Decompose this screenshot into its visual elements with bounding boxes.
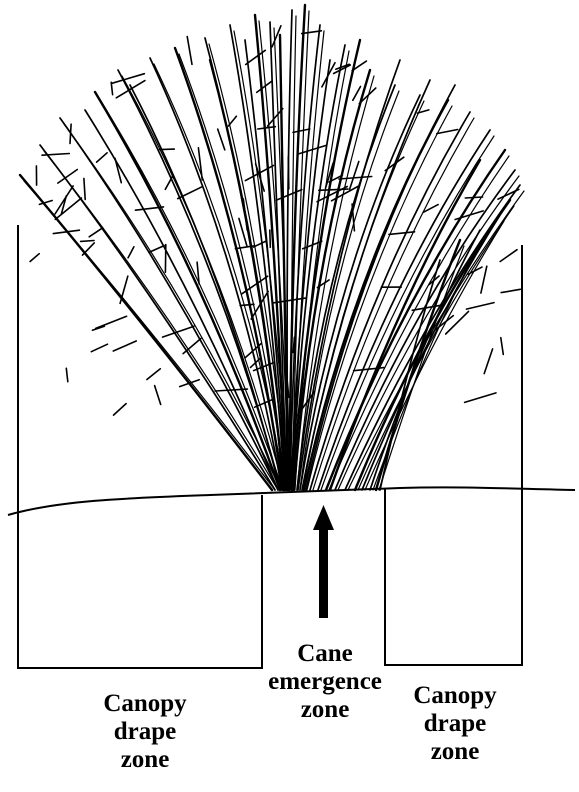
cane-stem: [335, 170, 515, 490]
side-shoot: [84, 178, 85, 199]
side-shoot: [437, 130, 458, 134]
side-shoot: [293, 129, 310, 132]
side-shoot: [258, 127, 276, 129]
side-shoot: [353, 87, 361, 101]
side-shoot: [254, 241, 267, 247]
side-shoot: [147, 369, 160, 380]
cane-stem: [292, 40, 360, 490]
side-shoot: [30, 254, 39, 262]
side-shoot: [91, 344, 107, 352]
side-shoot: [96, 316, 127, 328]
cane-stem: [304, 100, 448, 490]
side-shoot: [240, 304, 254, 305]
side-shoot: [89, 228, 103, 237]
left-drape-zone-box: [18, 225, 262, 668]
side-shoot: [159, 149, 174, 150]
side-shoot: [257, 81, 272, 92]
side-shoot: [276, 190, 302, 201]
left-label-line-3: zone: [70, 746, 220, 774]
right-canopy-drape-zone-label: Canopy drape zone: [393, 682, 517, 766]
side-shoot: [501, 338, 504, 355]
side-shoot: [484, 349, 492, 374]
side-shoot: [501, 289, 520, 292]
side-shoot: [97, 153, 108, 162]
side-shoot: [455, 211, 483, 220]
side-shoot: [83, 243, 95, 255]
cane-stem-outline: [303, 101, 424, 490]
center-label-line-1: Cane: [245, 640, 405, 668]
left-canopy-drape-zone-label: Canopy drape zone: [70, 690, 220, 774]
up-arrow-icon: [313, 505, 334, 618]
side-shoot: [66, 368, 68, 381]
side-shoot: [113, 341, 136, 351]
side-shoot: [165, 176, 173, 190]
side-shoot: [466, 303, 494, 310]
side-shoot: [155, 386, 161, 405]
side-shoot: [128, 247, 134, 258]
side-shoot: [114, 404, 127, 416]
cane-stem-outline: [122, 76, 284, 490]
side-shoot: [481, 266, 487, 293]
cane-emergence-zone-label: Cane emergence zone: [245, 640, 405, 724]
right-label-line-1: Canopy: [393, 682, 517, 710]
cane-stem: [175, 48, 283, 490]
side-shoot: [274, 298, 306, 303]
side-shoot: [228, 116, 236, 126]
cane-stem: [40, 145, 275, 490]
side-shoot: [149, 246, 164, 253]
soil-line: [8, 487, 575, 515]
side-shoot: [81, 241, 94, 242]
side-shoot: [465, 393, 496, 403]
right-label-line-3: zone: [393, 738, 517, 766]
right-label-line-2: drape: [393, 710, 517, 738]
left-label-line-2: drape: [70, 718, 220, 746]
side-shoot: [187, 37, 192, 65]
side-shoot: [70, 124, 71, 143]
cane-bundle: [20, 5, 524, 490]
side-shoot: [339, 177, 372, 180]
left-label-line-1: Canopy: [70, 690, 220, 718]
side-shoot: [55, 186, 73, 214]
side-shoot: [163, 326, 195, 337]
side-shoot: [270, 230, 271, 247]
side-shoot: [218, 129, 225, 150]
side-shoot: [500, 250, 517, 262]
side-shoot: [350, 162, 359, 190]
side-shoot: [111, 82, 112, 94]
center-label-line-3: zone: [245, 696, 405, 724]
side-shoot: [115, 158, 121, 182]
side-shoot: [389, 232, 415, 235]
side-shoot: [288, 157, 289, 189]
center-label-line-2: emergence: [245, 668, 405, 696]
side-shoot: [465, 197, 482, 198]
cane-stem-outline: [358, 206, 514, 490]
side-shoot: [112, 74, 144, 84]
